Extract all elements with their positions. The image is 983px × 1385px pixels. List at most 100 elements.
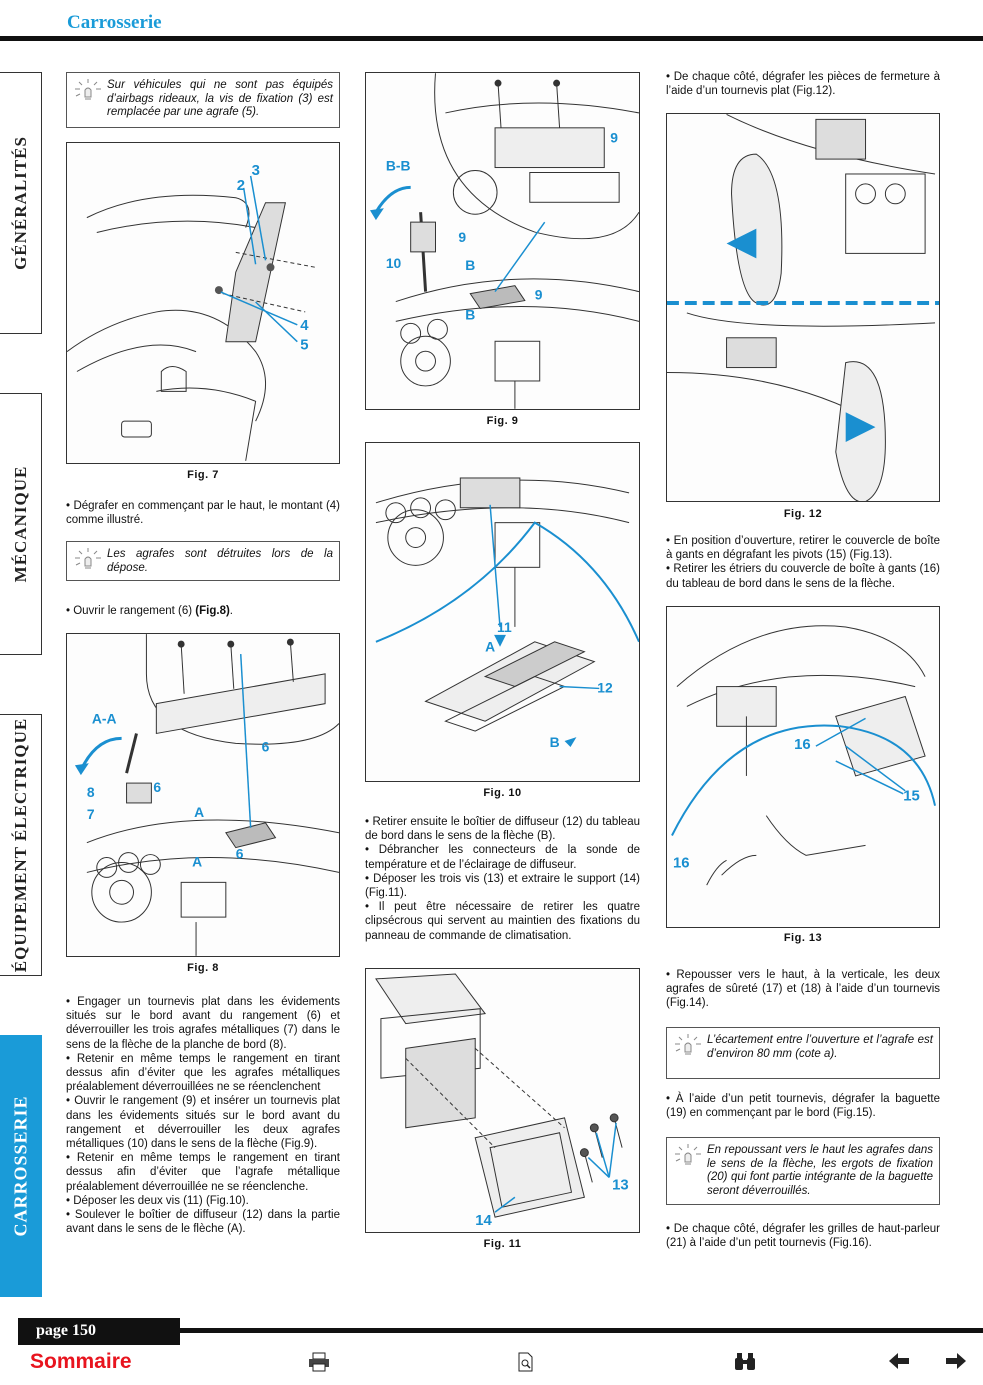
fig-label: 10 [386, 255, 402, 271]
fig-label: 5 [300, 338, 308, 354]
fig-label: B [550, 734, 560, 750]
paragraph: • À l’aide d’un petit tournevis, dégrafe… [666, 1092, 940, 1120]
lightbulb-icon [675, 1144, 701, 1165]
binoculars-icon[interactable] [733, 1352, 757, 1378]
fig-label: B-B [386, 158, 411, 174]
paragraph-text: . [229, 605, 233, 617]
arrow-right-icon[interactable] [945, 1352, 967, 1376]
figure-caption: Fig. 13 [783, 932, 823, 944]
sommaire-link[interactable]: Sommaire [30, 1350, 132, 1373]
paragraph-text: • Déposer les trois vis (13) et extraire… [365, 872, 640, 900]
figure-caption: Fig. 9 [486, 415, 519, 427]
paragraph-text: • Déposer les deux vis (11) (Fig.10). [66, 1194, 249, 1207]
paragraph-text: • Retirer ensuite le boîtier de diffuseu… [365, 816, 640, 843]
paragraph-text: • Retenir en même temps le rangement en … [66, 1052, 340, 1094]
note-text: En repoussant vers le haut les agrafes d… [707, 1144, 933, 1197]
fig-label: 7 [87, 806, 95, 822]
fig-label: 4 [300, 318, 309, 334]
fig-label: A [485, 639, 495, 655]
note-box: Sur véhicules qui ne sont pas équipés d’… [66, 72, 340, 128]
fig-label: 9 [610, 130, 618, 146]
print-icon[interactable] [308, 1352, 330, 1378]
paragraph-text: • De chaque côté, dégrafer les pièces de… [666, 71, 940, 98]
side-tab-label: CARROSSERIE [10, 1095, 30, 1237]
fig-label: A [192, 853, 202, 869]
fig-label: 15 [903, 789, 920, 805]
paragraph-text: • À l’aide d’un petit tournevis, dégrafe… [666, 1093, 940, 1120]
fig-label: 2 [237, 178, 245, 194]
side-tab-label: GÉNÉRALITÉS [10, 136, 30, 270]
arrow-left-icon[interactable] [888, 1352, 910, 1376]
figure-8: A-A 6 6 8 7 A A 6 [66, 633, 340, 957]
note-box: L’écartement entre l’ouverture et l’agra… [666, 1027, 940, 1079]
figure-7: 3 2 4 5 [66, 142, 340, 464]
side-tab-carrosserie[interactable]: CARROSSERIE [0, 1035, 42, 1297]
paragraph-text: • Repousser vers le haut, à la verticale… [666, 969, 940, 1010]
side-tab-label: MÉCANIQUE [10, 465, 30, 583]
fig-label: 12 [597, 679, 613, 695]
fig11-illustration: 13 14 [375, 973, 629, 1229]
paragraph: • Ouvrir le rangement (6) (Fig.8). [66, 604, 340, 618]
fig-label: 13 [612, 1177, 629, 1193]
fig-label: 8 [87, 784, 95, 800]
paragraph-group: • En position d’ouverture, retirer le co… [666, 534, 940, 591]
paragraph: • De chaque côté, dégrafer les pièces de… [666, 70, 940, 98]
lightbulb-icon [75, 548, 101, 569]
paragraph-text: • Ouvrir le rangement (9) et insérer un … [66, 1095, 340, 1151]
paragraph-group: • Retirer ensuite le boîtier de diffuseu… [365, 815, 640, 943]
figure-13: 16 15 16 [666, 606, 940, 928]
paragraph: • Dégrafer en commençant par le haut, le… [66, 499, 340, 527]
paragraph-text: • Il peut être nécessaire de retirer les… [365, 901, 640, 942]
top-rule [0, 36, 983, 41]
figure-caption: Fig. 10 [483, 787, 522, 799]
fig-label: 14 [475, 1213, 492, 1229]
fig10-illustration: 11 A 12 B [375, 477, 639, 750]
find-in-page-icon[interactable] [517, 1352, 535, 1378]
paragraph-text: • Ouvrir le rangement (6) [66, 605, 196, 617]
figure-caption: Fig. 8 [187, 962, 219, 974]
paragraph-text: • De chaque côté, dégrafer les grilles d… [666, 1223, 940, 1250]
figure-caption: Fig. 7 [187, 469, 219, 481]
note-text: Sur véhicules qui ne sont pas équipés d’… [107, 79, 333, 118]
footer-rule [180, 1328, 983, 1333]
fig-label: B [465, 306, 475, 322]
note-box: En repoussant vers le haut les agrafes d… [666, 1137, 940, 1205]
fig-label: 3 [252, 163, 260, 179]
note-text: L’écartement entre l’ouverture et l’agra… [707, 1034, 933, 1060]
fig7-illustration: 3 2 4 5 [67, 163, 316, 461]
fig-label: A [194, 804, 204, 820]
figure-10: 11 A 12 B [365, 442, 640, 782]
fig8-illustration: A-A 6 6 8 7 A A 6 [74, 634, 339, 956]
note-box: Les agrafes sont détruites lors de la dé… [66, 541, 340, 581]
paragraph-text: • Soulever le boîtier de diffuseur (12) … [66, 1209, 340, 1236]
figure-11: 13 14 [365, 968, 640, 1233]
side-tab-equipement-electrique[interactable]: ÉQUIPEMENT ÉLECTRIQUE [0, 714, 42, 976]
fig-label: 6 [153, 779, 161, 795]
fig13-illustration: 16 15 16 [671, 625, 936, 886]
paragraph-text: • Débrancher les connecteurs de la sonde… [365, 844, 640, 871]
figure-caption: Fig. 12 [783, 508, 823, 520]
fig-label: 9 [535, 287, 543, 303]
fig12-illustration [667, 114, 939, 501]
lightbulb-icon [675, 1034, 701, 1055]
side-tab-mecanique[interactable]: MÉCANIQUE [0, 393, 42, 655]
paragraph-text: • Dégrafer en commençant par le haut, le… [66, 500, 340, 527]
fig-label: A-A [92, 711, 117, 727]
side-tab-label: ÉQUIPEMENT ÉLECTRIQUE [10, 717, 30, 973]
paragraph-text: • Engager un tournevis plat dans les évi… [66, 996, 340, 1051]
paragraph-group: • Engager un tournevis plat dans les évi… [66, 995, 340, 1236]
paragraph: • Repousser vers le haut, à la verticale… [666, 968, 940, 1011]
paragraph-text: • Retirer les étriers du couvercle de bo… [666, 563, 940, 590]
fig-label: 16 [794, 737, 811, 753]
fig-label: 9 [458, 229, 466, 245]
paragraph: • De chaque côté, dégrafer les grilles d… [666, 1222, 940, 1250]
figure-caption: Fig. 11 [483, 1238, 522, 1250]
section-title: Carrosserie [67, 12, 162, 33]
side-tab-generalites[interactable]: GÉNÉRALITÉS [0, 72, 42, 334]
fig-label: 16 [673, 855, 690, 871]
paragraph-text: • En position d’ouverture, retirer le co… [666, 535, 940, 562]
fig-label: B [465, 257, 475, 273]
fig-label: 11 [497, 619, 512, 635]
page-number: page 150 [18, 1318, 180, 1345]
paragraph-text: • Retenir en même temps le rangement en … [66, 1152, 340, 1193]
